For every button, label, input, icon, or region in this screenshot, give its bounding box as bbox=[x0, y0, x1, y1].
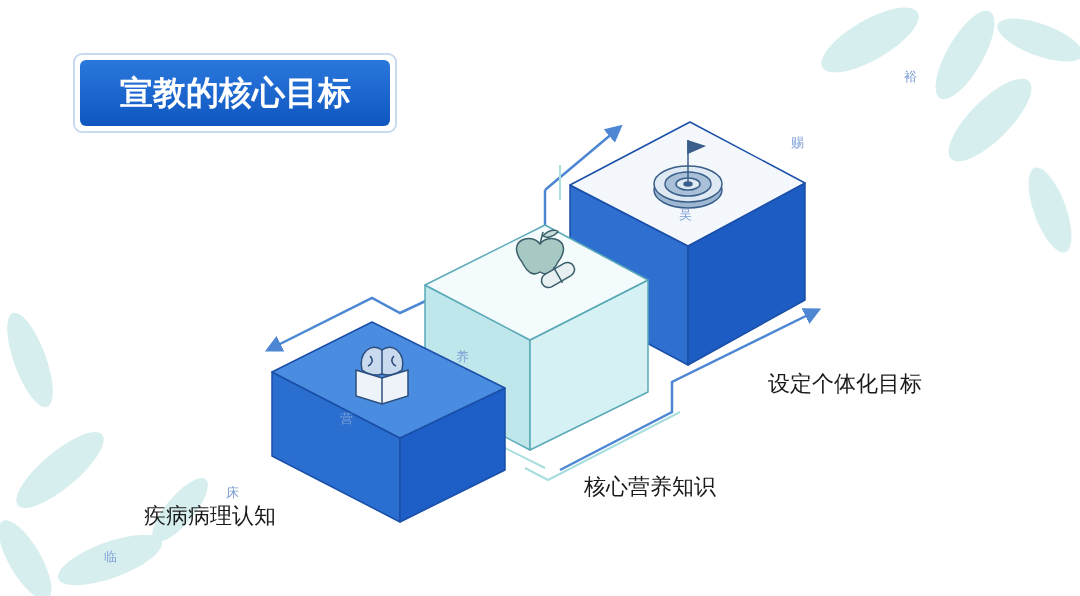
watermark: 营 bbox=[340, 410, 353, 428]
watermark: 裕 bbox=[904, 68, 917, 86]
watermark: 吴 bbox=[679, 206, 692, 224]
step-block bbox=[272, 322, 505, 522]
title-text: 宣教的核心目标 bbox=[120, 71, 351, 116]
brain-book-icon bbox=[356, 347, 408, 404]
watermark: 床 bbox=[226, 484, 239, 502]
step-text: 核心营养知识 bbox=[584, 474, 716, 500]
title-frame bbox=[74, 54, 396, 132]
step-label: 核心营养知识 bbox=[580, 472, 720, 502]
step-text: 设定个体化目标 bbox=[768, 371, 922, 397]
title-badge bbox=[80, 60, 390, 126]
step-label: 疾病病理认知 bbox=[140, 501, 280, 531]
watermark: 临 bbox=[104, 548, 117, 566]
watermark: 养 bbox=[456, 348, 469, 366]
title-badge: 宣教的核心目标 bbox=[80, 60, 390, 126]
step-text: 疾病病理认知 bbox=[144, 503, 276, 529]
watermark: 赐 bbox=[791, 134, 804, 152]
step-label: 设定个体化目标 bbox=[764, 369, 926, 399]
apple-pill-icon bbox=[516, 230, 577, 290]
target-icon bbox=[654, 140, 722, 208]
